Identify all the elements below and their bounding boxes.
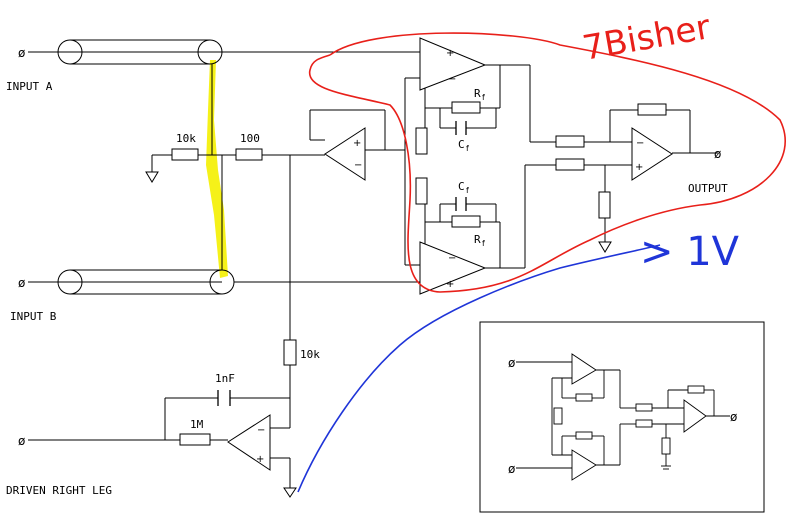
svg-text:+: +	[353, 138, 361, 149]
label-cf-top-sub: f	[466, 144, 469, 153]
opamp-buffer	[324, 127, 366, 181]
resistor-diff-feedback	[637, 103, 667, 116]
inset-frame	[479, 321, 765, 513]
label-rf-top-sub: f	[482, 93, 485, 102]
grounds	[145, 171, 612, 498]
svg-text:−: −	[636, 138, 644, 149]
connector-icon: ø	[18, 434, 25, 448]
label-input-a: INPUT A	[6, 80, 53, 93]
svg-text:−: −	[448, 74, 456, 85]
ground-icon	[145, 171, 159, 183]
label-10k-drl: 10k	[300, 348, 320, 361]
resistor-diff-in-bottom	[555, 158, 585, 171]
label-output: OUTPUT	[688, 182, 728, 195]
labels: INPUT A INPUT B OUTPUT DRIVEN RIGHT LEG …	[6, 80, 728, 497]
opamps	[227, 37, 673, 471]
label-1nf: 1nF	[215, 372, 235, 385]
shield-cable-b	[57, 269, 235, 295]
connector-icon: ø	[730, 410, 737, 424]
label-rf-bottom: R	[474, 233, 481, 246]
connectors: ø ø ø ø	[18, 46, 721, 448]
shield-cable-a	[57, 39, 223, 65]
resistor-diff-ground	[598, 191, 611, 219]
resistor-rf-top	[451, 101, 481, 114]
ground-icon	[598, 241, 612, 253]
svg-text:+: +	[256, 454, 264, 465]
label-cf-top: C	[458, 138, 465, 151]
red-annotation-text: 7Bisher	[580, 7, 714, 69]
svg-text:+: +	[446, 279, 454, 290]
svg-text:−: −	[354, 160, 362, 171]
resistor-diff-in-top	[555, 135, 585, 148]
label-input-b: INPUT B	[10, 310, 57, 323]
resistor-100	[235, 148, 263, 161]
resistor-gain-bottom	[415, 177, 428, 205]
svg-text:−: −	[448, 253, 456, 264]
resistor-10k-drl	[283, 339, 297, 366]
yellow-highlight	[206, 60, 228, 278]
connector-icon: ø	[18, 276, 25, 290]
connector-icon: ø	[714, 147, 721, 161]
label-cf-bottom: C	[458, 180, 465, 193]
opamp-top	[419, 37, 487, 91]
label-rf-bottom-sub: f	[482, 239, 485, 248]
svg-text:+: +	[635, 162, 643, 173]
opamp-signs: + − − + + − − + − +	[256, 48, 644, 465]
resistor-1m	[179, 433, 211, 446]
ground-icon	[283, 487, 297, 498]
label-rf-top: R	[474, 87, 481, 100]
label-cf-bottom-sub: f	[466, 186, 469, 195]
resistor-rf-bottom	[451, 215, 481, 228]
resistor-10k-top	[171, 148, 199, 161]
label-10k-top: 10k	[176, 132, 196, 145]
red-annotation-loop	[309, 32, 786, 293]
connector-icon: ø	[18, 46, 25, 60]
label-100: 100	[240, 132, 260, 145]
blue-annotation-line	[297, 244, 661, 493]
capacitors	[217, 121, 467, 406]
connector-icon: ø	[508, 356, 515, 370]
label-1m: 1M	[190, 418, 204, 431]
opamp-diff	[631, 127, 673, 181]
resistors	[171, 101, 667, 446]
blue-annotation-text: > 1V	[640, 229, 740, 275]
connector-icon: ø	[508, 462, 515, 476]
wiring	[28, 39, 718, 488]
svg-text:−: −	[257, 425, 265, 436]
opamp-bottom	[419, 241, 487, 295]
inset-schematic: ø ø ø	[479, 321, 765, 513]
resistor-gain-top	[415, 127, 428, 155]
opamp-drl	[227, 414, 271, 471]
svg-text:+: +	[446, 48, 454, 59]
label-driven-right-leg: DRIVEN RIGHT LEG	[6, 484, 112, 497]
